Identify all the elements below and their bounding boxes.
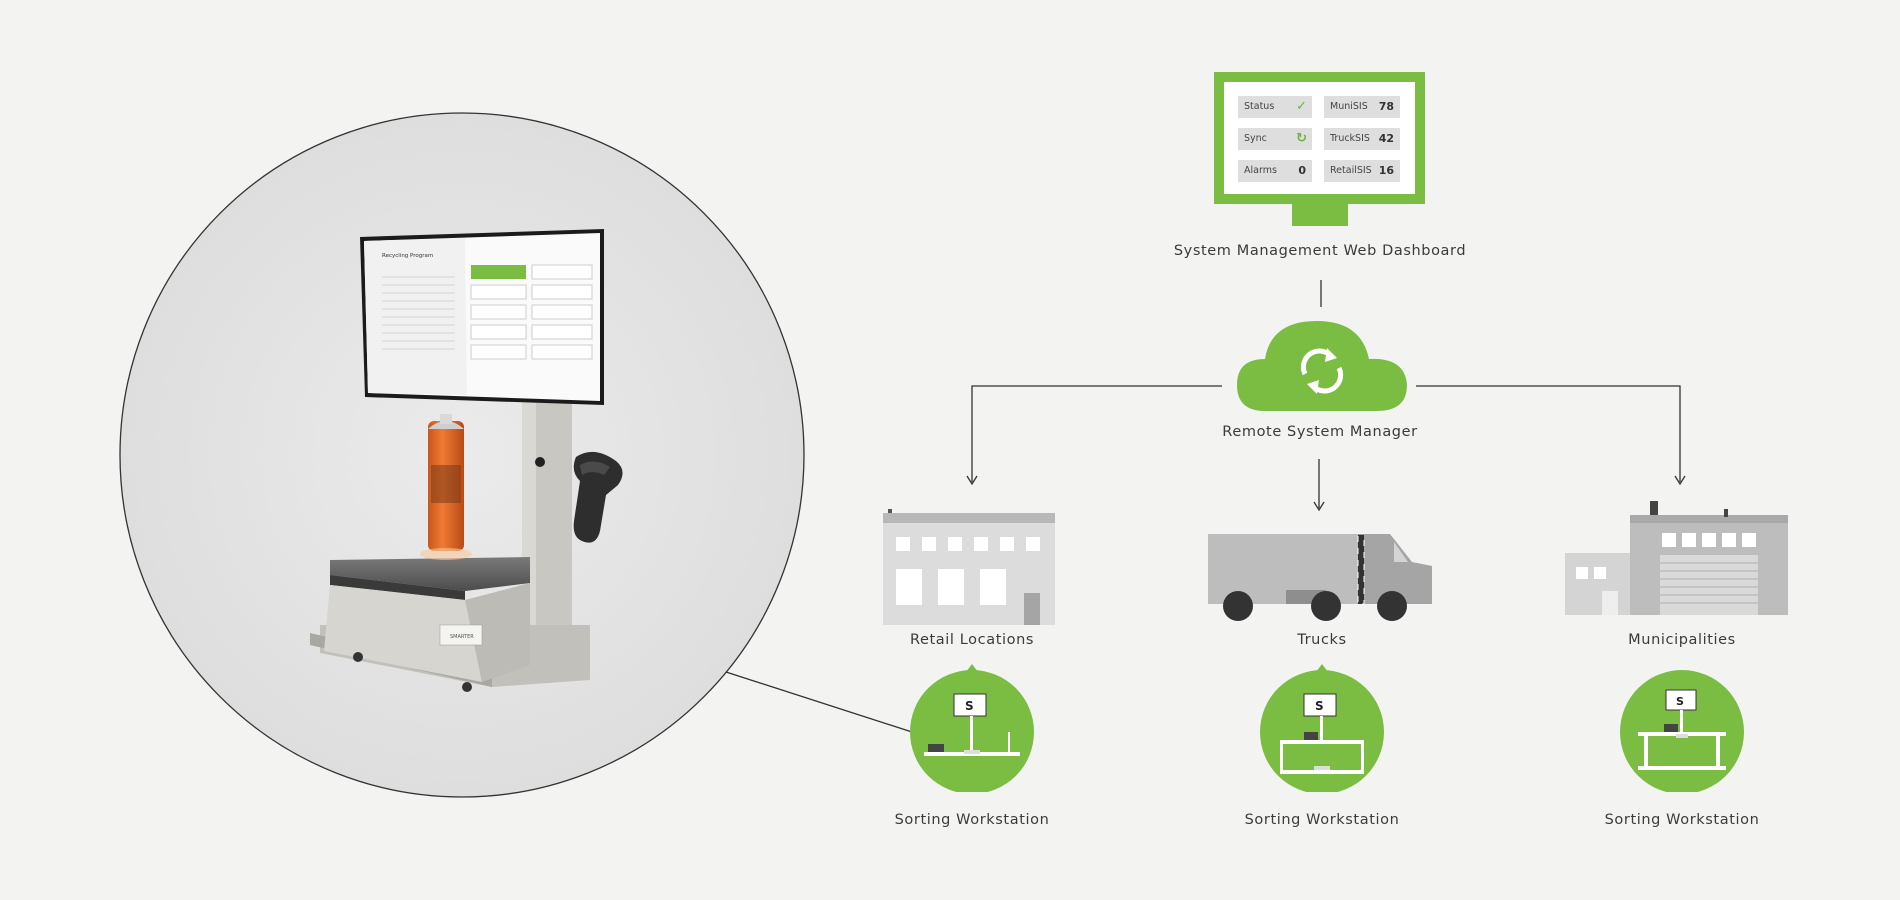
retail-workstation-icon: S [910, 664, 1034, 792]
truck-workstation-icon: S [1260, 664, 1384, 792]
truck-icon [1208, 533, 1432, 621]
svg-text:S: S [1676, 695, 1684, 708]
alarms-tile: Alarms 0 [1238, 160, 1312, 182]
manager-to-retail-arrowhead [966, 475, 978, 486]
dashboard-monitor: Status ✓ Sync ↻ Alarms 0 MuniSIS 78 Truc… [1214, 72, 1425, 204]
truck-workstation-title: Sorting Workstation [1244, 812, 1400, 828]
svg-text:S: S [1315, 699, 1324, 713]
trucksis-label: TruckSIS [1330, 133, 1370, 144]
retailsis-tile: RetailSIS 16 [1324, 160, 1400, 182]
alarms-value: 0 [1298, 164, 1306, 177]
sync-label: Sync [1244, 133, 1267, 144]
trucksis-value: 42 [1378, 132, 1394, 145]
device-logo-text: SMARTER [450, 634, 474, 640]
retailsis-value: 16 [1378, 164, 1394, 177]
munisis-tile: MuniSIS 78 [1324, 96, 1400, 118]
manager-to-municipalities-arrow [1416, 385, 1681, 482]
manager-to-municipalities-arrowhead [1674, 475, 1686, 486]
municipal-building-icon [1565, 501, 1788, 615]
status-tile: Status ✓ [1238, 96, 1312, 118]
municipal-workstation-title: Sorting Workstation [1604, 812, 1760, 828]
device-photo: Recycling Program SMARTER [119, 112, 805, 798]
retail-title: Retail Locations [909, 632, 1035, 648]
manager-title: Remote System Manager [1222, 424, 1418, 440]
retailsis-label: RetailSIS [1330, 165, 1372, 176]
cloud-icon [1237, 321, 1407, 411]
check-icon: ✓ [1296, 99, 1307, 114]
status-label: Status [1244, 101, 1275, 112]
device-to-workstation-line [725, 671, 913, 733]
dashboard-title: System Management Web Dashboard [1173, 243, 1467, 259]
munisis-value: 78 [1378, 100, 1394, 113]
alarms-label: Alarms [1244, 165, 1277, 176]
sync-tile: Sync ↻ [1238, 128, 1312, 150]
trucks-title: Trucks [1297, 632, 1347, 648]
retail-workstation-title: Sorting Workstation [894, 812, 1050, 828]
svg-text:S: S [965, 699, 974, 713]
device-screen-heading: Recycling Program [382, 253, 433, 259]
manager-to-retail-arrow [971, 385, 1222, 482]
municipalities-title: Municipalities [1628, 632, 1736, 648]
dashboard-screen: Status ✓ Sync ↻ Alarms 0 MuniSIS 78 Truc… [1224, 82, 1415, 194]
retail-building-icon [883, 509, 1055, 625]
sync-icon: ↻ [1296, 131, 1307, 146]
municipal-workstation-icon: S [1620, 670, 1744, 792]
monitor-stand [1292, 204, 1348, 226]
munisis-label: MuniSIS [1330, 101, 1368, 112]
manager-to-trucks-arrowhead [1313, 501, 1325, 512]
trucksis-tile: TruckSIS 42 [1324, 128, 1400, 150]
